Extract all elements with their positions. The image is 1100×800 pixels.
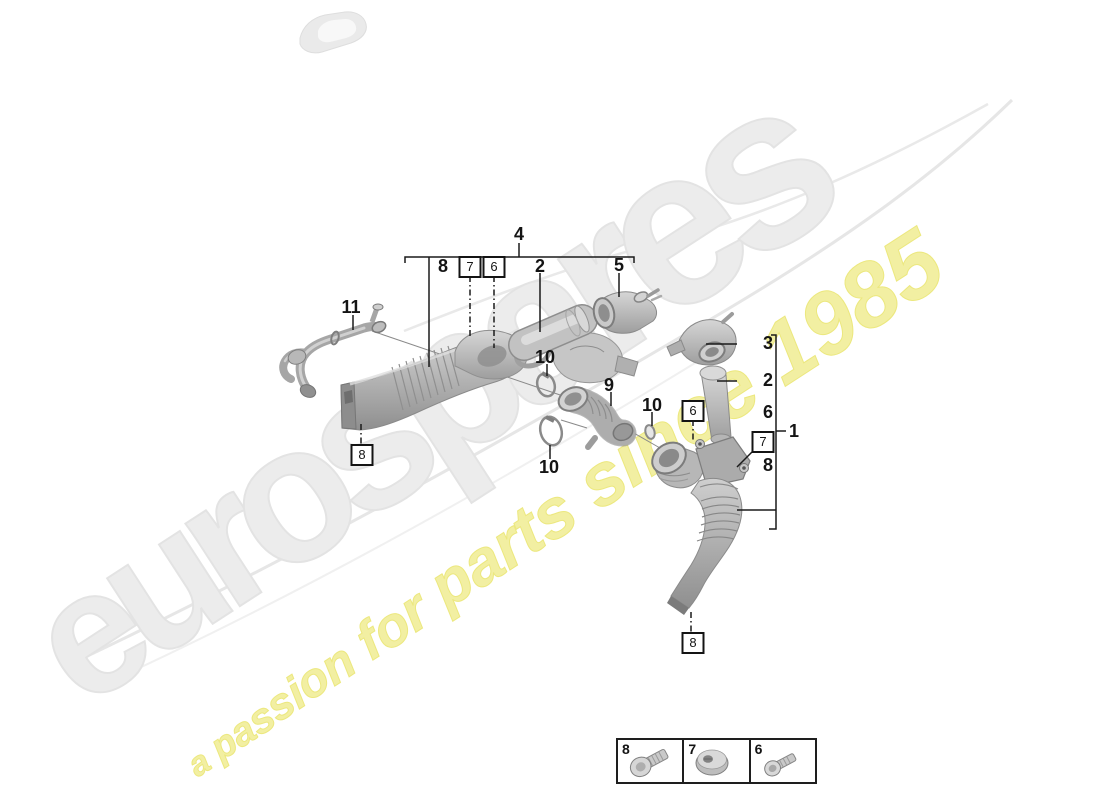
callout-6: 6: [762, 402, 774, 422]
callout-10: 10: [534, 347, 556, 367]
callout-11: 11: [341, 297, 361, 317]
part-3-intake-housing: [666, 312, 737, 366]
part-2-intake-cone-right: [699, 365, 732, 445]
hex-bolt-icon: [629, 748, 669, 778]
callout-7-boxed: 7: [751, 431, 775, 453]
legend-cell-7: 7: [684, 740, 751, 782]
callout-6-boxed: 6: [681, 400, 705, 422]
callout-6-boxed: 6: [482, 256, 506, 278]
legend-cell-6: 6: [751, 740, 815, 782]
seal-washer: [644, 424, 656, 440]
car-top-view-icon: [299, 11, 367, 54]
hose-clamp: [535, 371, 557, 398]
part-5-intake-flap-housing: [592, 288, 663, 334]
part-8-right-intake-duct: [667, 477, 743, 615]
callout-8: 8: [762, 455, 774, 475]
callout-7-boxed: 7: [458, 256, 482, 278]
callout-10: 10: [641, 395, 663, 415]
callout-8: 8: [437, 256, 449, 276]
fastener-legend: 8 7 6: [616, 738, 817, 784]
legend-number: 8: [622, 741, 630, 757]
callout-9: 9: [603, 375, 615, 395]
part-11-breather-hose: [279, 303, 387, 398]
callout-10: 10: [538, 457, 560, 477]
pan-head-screw-icon: [763, 753, 796, 777]
legend-cell-8: 8: [618, 740, 685, 782]
washer-grommet-icon: [695, 749, 729, 776]
part-10-clamps-seals: [535, 371, 656, 447]
callout-8-boxed: 8: [350, 444, 374, 466]
legend-number: 6: [754, 741, 763, 757]
callout-5: 5: [613, 255, 625, 275]
callout-8-boxed: 8: [681, 632, 705, 654]
leader-lines: [352, 243, 786, 633]
callout-2: 2: [762, 370, 774, 390]
bracket-1: [769, 334, 777, 530]
dashed-leaders: [360, 276, 694, 633]
legend-number: 7: [688, 741, 697, 757]
hose-clamp: [538, 415, 564, 447]
callout-4: 4: [513, 224, 525, 244]
part-9-connecting-elbow: [557, 386, 637, 450]
callout-3: 3: [762, 333, 774, 353]
callout-2: 2: [534, 256, 546, 276]
part-2-intake-tube-top: [508, 304, 598, 361]
part-6-7-funnel-flange: [651, 436, 751, 489]
callout-1: 1: [788, 421, 800, 441]
swoosh-curves: [61, 98, 1014, 689]
bellows-ridges: [696, 496, 741, 542]
